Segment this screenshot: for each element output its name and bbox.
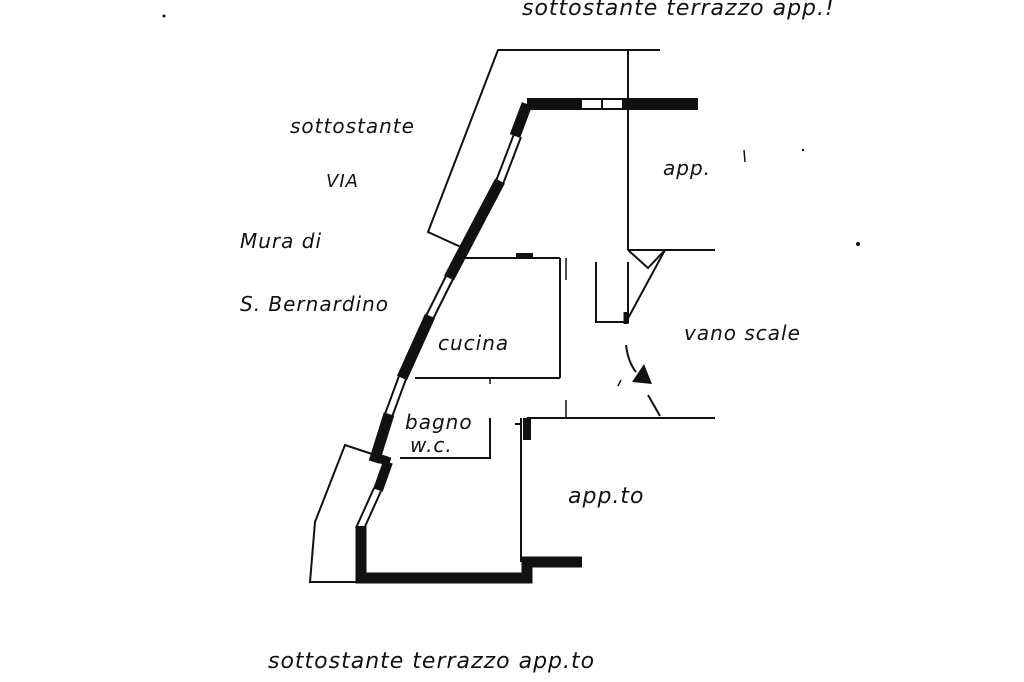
ext-window-3-b xyxy=(391,378,407,418)
bottom-terrace-label: sottostante terrazzo app.to xyxy=(268,649,595,674)
speck-4 xyxy=(743,149,746,163)
top-terrace-label: sottostante terrazzo app.! xyxy=(522,0,835,21)
speck-3 xyxy=(801,148,805,152)
lower-balcony-outline xyxy=(308,443,373,583)
entry-door-leaf xyxy=(647,394,661,417)
lower-ext-wall xyxy=(373,460,393,492)
bath-walls xyxy=(400,418,491,459)
neighbor-top-label: app. xyxy=(663,156,711,180)
kitchen-label: cucina xyxy=(438,331,509,355)
street-label-line1: sottostante xyxy=(290,114,415,138)
ext-wall-seg-1 xyxy=(444,178,505,281)
entry-closet xyxy=(595,262,629,323)
bath-label-line1: bagno xyxy=(405,410,473,434)
speck-2 xyxy=(856,242,860,246)
ext-window-2-a xyxy=(425,275,447,317)
stair-wall xyxy=(625,249,666,323)
ext-window-2-b xyxy=(432,278,454,320)
neighbor-bottom-label: app.to xyxy=(568,484,645,509)
street-label-line3: Mura di xyxy=(240,229,322,253)
upper-balcony-outline xyxy=(426,49,660,249)
street-label-line2: VIA xyxy=(326,171,359,192)
speck-1 xyxy=(162,14,166,18)
upper-corner-post xyxy=(509,102,533,138)
street-label-line4: S. Bernardino xyxy=(240,292,389,316)
lower-corner-post xyxy=(370,451,392,467)
ext-window-3-a xyxy=(384,375,400,415)
bath-label-line2: w.c. xyxy=(410,433,453,457)
entry-door-swing xyxy=(625,344,637,373)
stairwell-label: vano scale xyxy=(684,321,801,345)
bottom-wall xyxy=(355,526,582,584)
ext-window-4-a xyxy=(355,487,375,529)
ext-window-1-a xyxy=(495,133,515,182)
ext-window-4-b xyxy=(362,490,382,532)
ext-window-1-b xyxy=(502,136,522,185)
entry-arrow-icon xyxy=(632,364,652,384)
entry-arrow-tick xyxy=(617,379,622,387)
ext-wall-seg-2 xyxy=(396,313,436,381)
